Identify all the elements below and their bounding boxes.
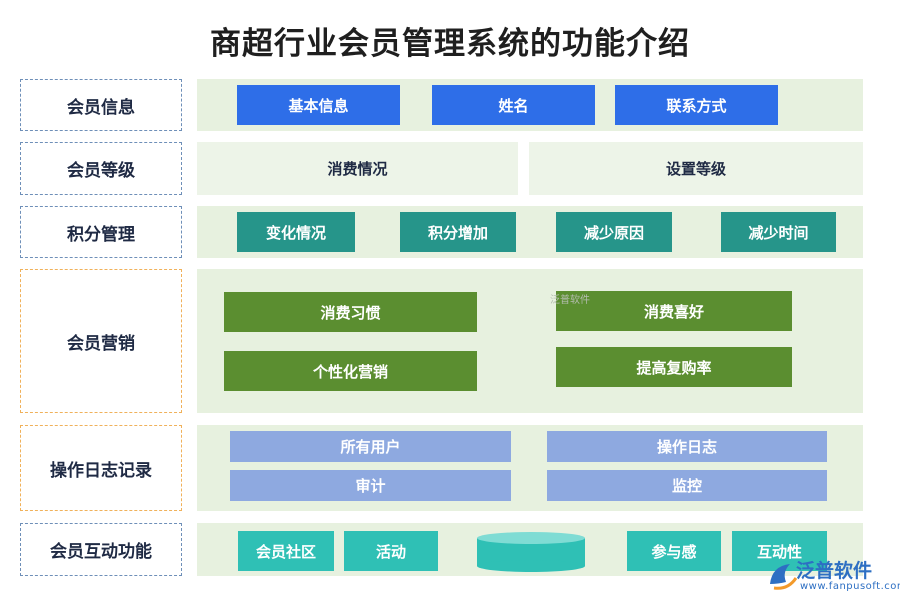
box-basic-info: 基本信息 bbox=[237, 85, 400, 125]
box-participation: 参与感 bbox=[627, 531, 721, 571]
row-label-points: 积分管理 bbox=[20, 206, 182, 258]
box-activity: 活动 bbox=[344, 531, 438, 571]
box-set-level: 设置等级 bbox=[529, 142, 863, 195]
row-label-interaction: 会员互动功能 bbox=[20, 523, 182, 576]
box-points-increase: 积分增加 bbox=[400, 212, 516, 252]
box-name: 姓名 bbox=[432, 85, 595, 125]
row-label-log: 操作日志记录 bbox=[20, 425, 182, 511]
row-label-member-level: 会员等级 bbox=[20, 142, 182, 195]
box-operation-log: 操作日志 bbox=[547, 431, 827, 462]
box-consumption: 消费情况 bbox=[197, 142, 518, 195]
box-change: 变化情况 bbox=[237, 212, 355, 252]
cylinder-icon bbox=[477, 532, 585, 572]
box-repurchase: 提高复购率 bbox=[556, 347, 792, 387]
box-contact: 联系方式 bbox=[615, 85, 778, 125]
box-interactivity: 互动性 bbox=[732, 531, 827, 571]
box-preference: 消费喜好 bbox=[556, 291, 792, 331]
box-decrease-time: 减少时间 bbox=[721, 212, 836, 252]
brand-name: 泛普软件 bbox=[796, 560, 873, 582]
box-community: 会员社区 bbox=[238, 531, 334, 571]
box-habit: 消费习惯 bbox=[224, 292, 477, 332]
brand-url: www.fanpusoft.com bbox=[800, 581, 900, 592]
box-audit: 审计 bbox=[230, 470, 511, 501]
box-personalized: 个性化营销 bbox=[224, 351, 477, 391]
box-decrease-reason: 减少原因 bbox=[556, 212, 672, 252]
box-all-users: 所有用户 bbox=[230, 431, 511, 462]
page-title: 商超行业会员管理系统的功能介绍 bbox=[210, 26, 690, 62]
fanpu-logo-icon bbox=[770, 564, 798, 590]
watermark-small: 泛普软件 bbox=[550, 295, 590, 306]
row-label-marketing: 会员营销 bbox=[20, 269, 182, 413]
box-monitor: 监控 bbox=[547, 470, 827, 501]
row-label-member-info: 会员信息 bbox=[20, 79, 182, 131]
